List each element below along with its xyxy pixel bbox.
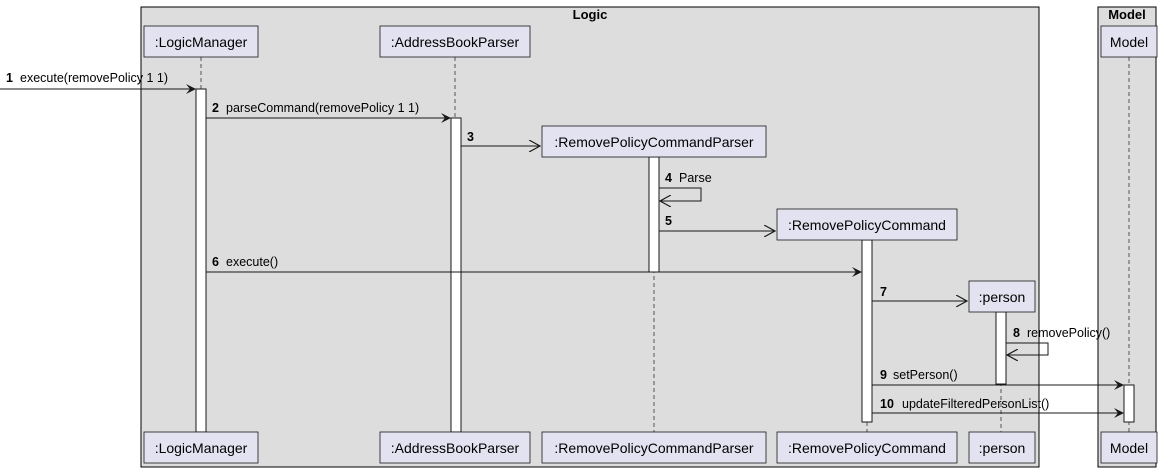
message-number: 6 [212,255,219,269]
message-number: 2 [212,101,219,115]
participant-label: :RemovePolicyCommand [788,440,946,456]
message-number: 1 [6,71,13,85]
group-model-title: Model [1108,7,1146,22]
activation-logic-manager [195,88,207,433]
participant-label: :RemovePolicyCommandParser [554,134,754,150]
activation-remove-policy-command-parser [648,156,660,273]
group-logic-title: Logic [573,7,608,22]
message-4-self: 4 Parse [659,171,712,201]
message-label: execute() [226,255,278,269]
participant-logic-manager-footer: :LogicManager [143,431,259,464]
participant-label: Model [1110,440,1148,456]
message-label: updateFilteredPersonList() [902,397,1049,411]
participant-model: Model [1100,25,1158,58]
participant-person: :person [968,280,1036,313]
message-9: 9 setPerson() [872,368,1124,390]
message-6: 6 execute() [206,255,862,277]
participant-logic-manager: :LogicManager [143,25,259,58]
message-8-self: 8 removePolicy() [1006,326,1110,355]
participant-person-footer: :person [968,431,1036,464]
participant-remove-policy-command-footer: :RemovePolicyCommand [776,431,958,464]
participant-label: :person [979,440,1026,456]
activation-address-book-parser [450,117,462,433]
participant-remove-policy-command-parser-footer: :RemovePolicyCommandParser [541,431,767,464]
message-number: 8 [1013,326,1020,340]
participant-label: :RemovePolicyCommandParser [554,440,754,456]
message-number: 5 [665,214,672,228]
activation-person [995,311,1007,385]
message-number: 7 [880,285,887,299]
message-label: removePolicy() [1027,326,1110,340]
message-number: 9 [880,368,887,382]
message-1: 1 execute(removePolicy 1 1) [0,71,196,94]
participant-label: :AddressBookParser [391,440,520,456]
message-10: 10 updateFilteredPersonList() [872,397,1124,418]
participant-label: :person [979,289,1026,305]
activation-model [1123,384,1135,423]
message-5: 5 [659,214,775,231]
participant-label: :AddressBookParser [391,34,520,50]
message-3: 3 [461,130,540,146]
message-label: execute(removePolicy 1 1) [20,71,168,85]
participant-label: :RemovePolicyCommand [788,217,946,233]
participant-remove-policy-command-parser: :RemovePolicyCommandParser [541,125,767,158]
message-number: 4 [665,171,672,185]
message-number: 3 [467,130,474,144]
participant-remove-policy-command: :RemovePolicyCommand [776,208,958,241]
message-2: 2 parseCommand(removePolicy 1 1) [206,101,451,123]
participant-address-book-parser-footer: :AddressBookParser [379,431,531,464]
participant-label: Model [1110,34,1148,50]
message-number: 10 [880,397,894,411]
participant-model-footer: Model [1100,431,1158,464]
message-label: Parse [679,171,712,185]
participant-label: :LogicManager [155,440,248,456]
message-7: 7 [872,285,967,301]
participant-address-book-parser: :AddressBookParser [379,25,531,58]
participant-label: :LogicManager [155,34,248,50]
message-label: parseCommand(removePolicy 1 1) [226,101,419,115]
message-label: setPerson() [893,368,958,382]
activation-remove-policy-command [861,239,873,423]
